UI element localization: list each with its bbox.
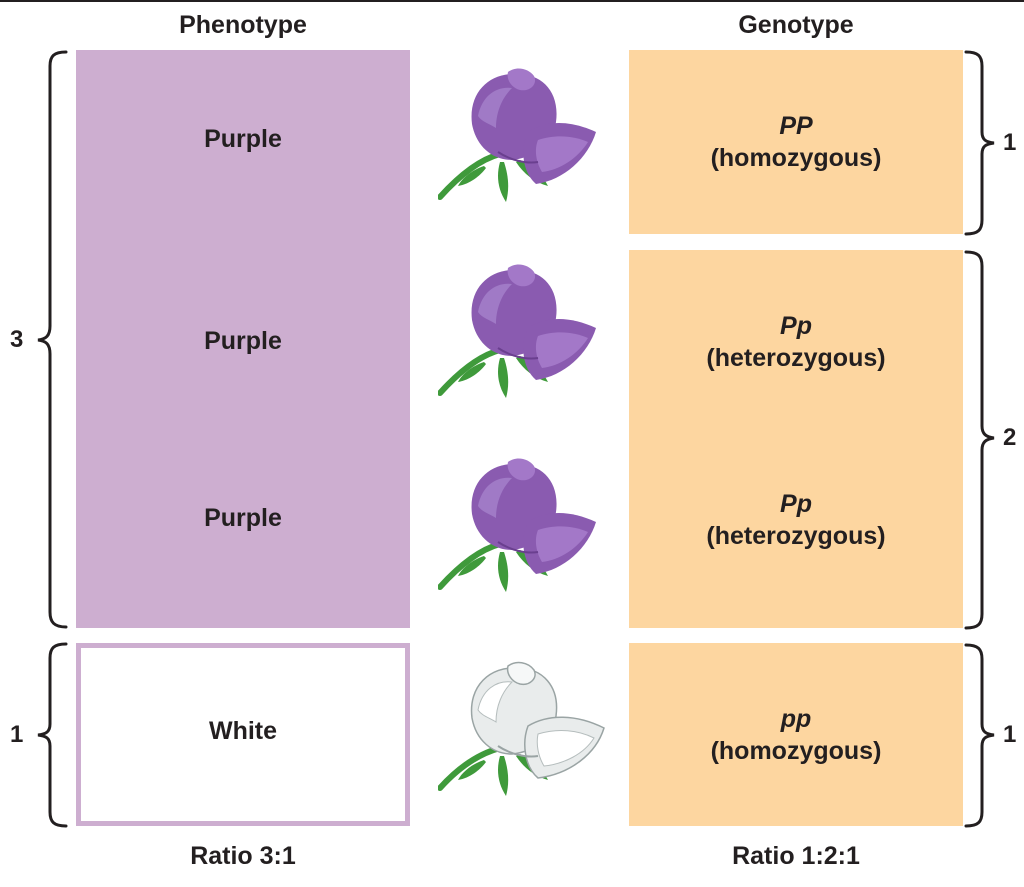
right-brace-pp-recessive — [964, 643, 995, 828]
genotype-count-pp-recessive: 1 — [1003, 721, 1017, 748]
genotype-allele: PP — [779, 112, 813, 140]
genotype-zygosity: (homozygous) — [710, 736, 882, 765]
genotype-pair-row3: Pp (heterozygous) — [629, 488, 963, 552]
top-rule — [0, 0, 1024, 2]
purple-flower-icon — [438, 68, 596, 202]
white-flower-icon — [438, 661, 605, 796]
right-brace-heterozygous — [964, 250, 995, 630]
genotype-box-pp-recessive: pp (homozygous) — [629, 643, 963, 826]
genotype-heading: Genotype — [738, 11, 854, 39]
phenotype-label-row4: White — [208, 717, 278, 745]
genotype-count-pp-dominant: 1 — [1003, 129, 1017, 156]
phenotype-count-white: 1 — [10, 721, 24, 748]
right-brace-pp-dominant — [964, 50, 995, 236]
genotype-count-heterozygous: 2 — [1003, 424, 1017, 451]
genotype-allele: Pp — [780, 312, 812, 340]
genotype-pair-row2: Pp (heterozygous) — [629, 310, 963, 374]
genotype-zygosity: (heterozygous) — [706, 344, 886, 372]
phenotype-count-purple: 3 — [10, 326, 24, 353]
left-brace-white — [37, 642, 68, 828]
genotype-zygosity: (heterozygous) — [706, 522, 886, 550]
phenotype-purple-block — [76, 50, 410, 628]
genotype-box-pp-dominant: PP (homozygous) — [629, 50, 963, 234]
phenotype-white-block — [76, 643, 410, 826]
genotype-allele: Pp — [780, 490, 812, 518]
genotype-zygosity: (homozygous) — [710, 144, 882, 172]
genotype-box-heterozygous: Pp (heterozygous) Pp (heterozygous) — [629, 250, 963, 628]
phenotype-heading: Phenotype — [179, 11, 307, 39]
left-brace-purple — [37, 50, 68, 629]
phenotype-label-row3: Purple — [204, 504, 282, 532]
purple-flower-icon — [438, 264, 596, 398]
phenotype-label-row1: Purple — [204, 125, 282, 153]
genotype-allele: pp — [780, 704, 812, 733]
phenotype-label-row2: Purple — [204, 327, 282, 355]
genotype-ratio: Ratio 1:2:1 — [732, 842, 860, 870]
phenotype-ratio: Ratio 3:1 — [190, 842, 296, 870]
purple-flower-icon — [438, 458, 596, 592]
